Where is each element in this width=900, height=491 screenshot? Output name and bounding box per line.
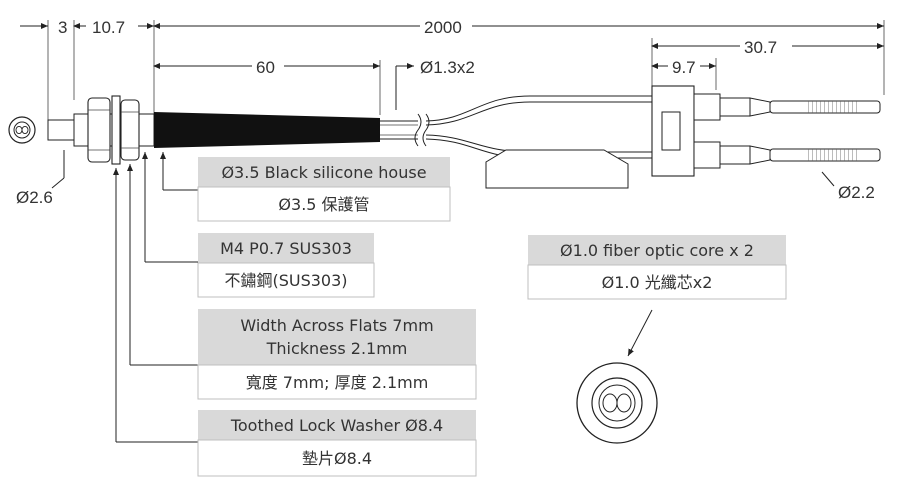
washer-label-en: Toothed Lock Washer Ø8.4 <box>230 416 443 435</box>
dim-tip-diameter: Ø2.6 <box>16 188 53 207</box>
dim-10-7: 10.7 <box>92 18 125 37</box>
callout-washer: Toothed Lock Washer Ø8.4 墊片Ø8.4 <box>197 410 477 477</box>
sensor-head <box>47 95 155 165</box>
callout-silicone: Ø3.5 Black silicone house Ø3.5 保護管 <box>197 157 451 222</box>
nut-label-en-1: Width Across Flats 7mm <box>240 316 433 335</box>
silicone-label-en: Ø3.5 Black silicone house <box>221 163 426 182</box>
nut-label-zh: 寬度 7mm; 厚度 2.1mm <box>246 373 429 392</box>
dim-9-7: 9.7 <box>672 58 696 77</box>
dim-3: 3 <box>58 18 67 37</box>
silicone-label-zh: Ø3.5 保護管 <box>278 195 369 214</box>
callout-fiber: Ø1.0 fiber optic core x 2 Ø1.0 光纖芯x2 <box>527 235 787 300</box>
dim-pin-diameter: Ø2.2 <box>838 183 875 202</box>
fiber-cross-section-icon <box>576 362 658 444</box>
thread-label-en: M4 P0.7 SUS303 <box>220 239 352 258</box>
fiber-cables <box>380 95 652 189</box>
fiber-label-zh: Ø1.0 光纖芯x2 <box>602 273 713 292</box>
callout-leaders <box>113 152 653 443</box>
fiber-label-en: Ø1.0 fiber optic core x 2 <box>560 241 754 260</box>
end-view-icon <box>8 116 36 144</box>
dim-30-7: 30.7 <box>744 38 777 57</box>
callout-thread: M4 P0.7 SUS303 不鏽鋼(SUS303) <box>197 233 375 298</box>
callout-nut: Width Across Flats 7mm Thickness 2.1mm 寬… <box>197 309 477 400</box>
thread-label-zh: 不鏽鋼(SUS303) <box>224 271 347 290</box>
nut-label-en-2: Thickness 2.1mm <box>266 339 408 358</box>
dimension-lines <box>20 20 885 189</box>
dim-2000: 2000 <box>424 18 462 37</box>
dim-60: 60 <box>256 58 275 77</box>
dim-fiber-diameter: Ø1.3x2 <box>420 58 475 77</box>
silicone-sleeve <box>154 112 380 148</box>
washer-label-zh: 墊片Ø8.4 <box>302 449 372 468</box>
connector <box>651 85 881 177</box>
